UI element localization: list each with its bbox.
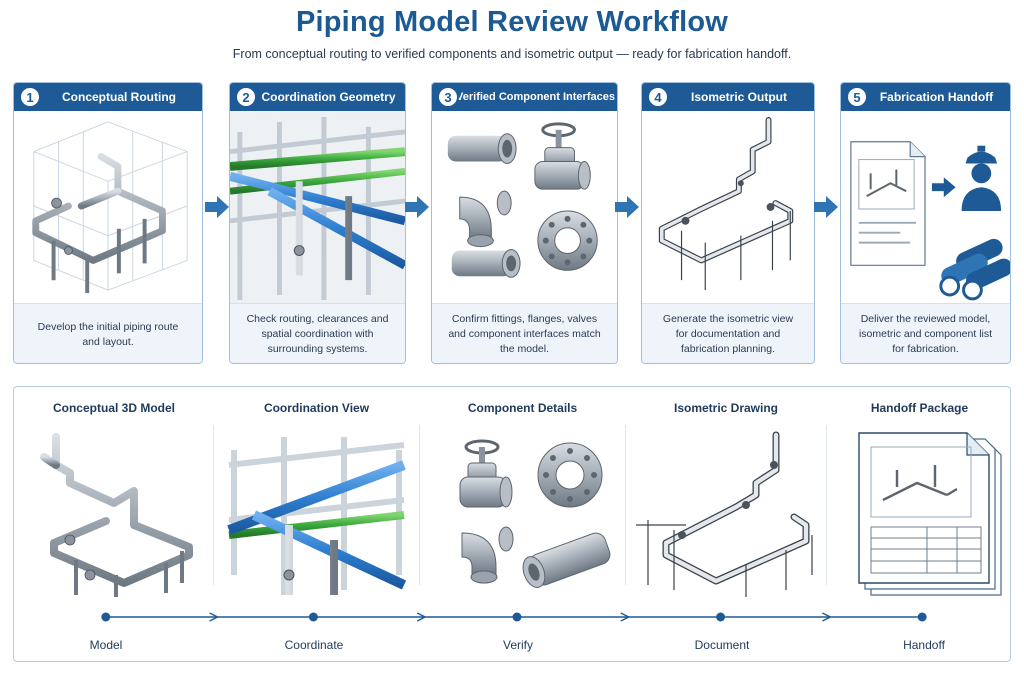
conceptual-routing-illustration (14, 111, 202, 303)
timeline-node (308, 612, 318, 622)
bottom-overview-panel: Conceptual 3D Model Coordination View (13, 386, 1011, 662)
conceptual-3d-model-illustration (14, 425, 214, 597)
coordination-geometry-illustration (230, 111, 405, 303)
page-title: Piping Model Review Workflow (295, 6, 729, 38)
step-header: 3 Verified Component Interfaces (432, 83, 617, 111)
step-card-isometric-output: 4 Isometric Output Generate the isometri… (641, 82, 815, 364)
column-title: Handoff Package (870, 401, 969, 415)
column-title: Coordination View (263, 401, 370, 415)
step-header: 2 Coordination Geometry (230, 83, 405, 111)
step-description: Generate the isometric view for document… (642, 303, 814, 363)
step-title: Conceptual Routing (62, 90, 176, 104)
arrow-right-icon (931, 177, 956, 198)
elbow-icon (461, 526, 514, 584)
step-title: Fabrication Handoff (879, 90, 994, 104)
bottom-column: Isometric Drawing (626, 387, 826, 597)
step-title: Verified Component Interfaces (456, 91, 615, 103)
isometric-drawing-illustration (626, 425, 826, 597)
timeline-arrow-icon (620, 612, 631, 622)
timeline-label-document: Document (694, 638, 750, 652)
step-title: Isometric Output (690, 90, 787, 104)
arrow-right-icon (405, 196, 429, 218)
step-number-badge: 2 (235, 86, 257, 108)
timeline-label-handoff: Handoff (903, 638, 945, 652)
pipe-stack-icon (939, 238, 1010, 301)
step-header: 5 Fabrication Handoff (841, 83, 1010, 111)
workflow-timeline: Model Coordinate Verify Document Handoff (14, 605, 1010, 655)
step-description: Confirm fittings, flanges, valves and co… (432, 303, 617, 363)
flange-icon (537, 442, 603, 508)
step-title: Coordination Geometry (261, 90, 396, 104)
step-number-badge: 1 (19, 86, 41, 108)
step-card-verified-component-interfaces: 3 Verified Component Interfaces (431, 82, 618, 364)
component-interfaces-illustration (432, 111, 617, 303)
timeline-label-model: Model (89, 638, 123, 652)
bottom-column: Conceptual 3D Model (14, 387, 214, 597)
timeline-arrow-icon (416, 612, 427, 622)
step-header: 4 Isometric Output (642, 83, 814, 111)
document-icon (850, 141, 926, 266)
timeline-arrow-icon (822, 612, 832, 622)
timeline-label-verify: Verify (502, 638, 533, 652)
component-details-illustration (420, 425, 625, 597)
timeline-line (101, 612, 927, 622)
timeline-arrow-icon (209, 612, 220, 622)
elbow-icon (459, 190, 512, 248)
step-description: Check routing, clearances and spatial co… (230, 303, 405, 363)
column-divider (826, 425, 827, 585)
step-header: 1 Conceptual Routing (14, 83, 202, 111)
arrow-right-icon (615, 196, 639, 218)
timeline-label-coordinate: Coordinate (284, 638, 344, 652)
step-number-badge: 4 (647, 86, 669, 108)
column-title: Component Details (467, 401, 578, 415)
step-card-conceptual-routing: 1 Conceptual Routing (13, 82, 203, 364)
bottom-column: Component Details (420, 387, 625, 597)
isometric-output-illustration (642, 111, 814, 303)
gate-valve-icon (534, 122, 591, 190)
step-number-badge: 5 (846, 86, 868, 108)
column-divider (625, 425, 626, 585)
flange-icon (537, 210, 598, 271)
coordination-view-illustration (214, 425, 419, 597)
column-divider (213, 425, 214, 585)
bottom-column: Handoff Package (827, 387, 1012, 597)
step-description: Deliver the reviewed model, isometric an… (841, 303, 1010, 363)
page-subtitle: From conceptual routing to verified comp… (232, 47, 792, 61)
gate-valve-icon (459, 439, 513, 508)
step-card-coordination-geometry: 2 Coordination Geometry Check routing, c… (229, 82, 406, 364)
timeline-node (716, 612, 726, 622)
column-divider (419, 425, 420, 585)
bottom-column: Coordination View (214, 387, 419, 597)
timeline-node (917, 612, 927, 622)
timeline-node (512, 612, 522, 622)
arrow-right-icon (205, 196, 229, 218)
pipe-section-icon (522, 532, 611, 588)
column-title: Conceptual 3D Model (52, 401, 175, 415)
timeline-node (101, 612, 111, 622)
step-number-badge: 3 (437, 86, 459, 108)
handoff-package-illustration (827, 425, 1012, 597)
column-title: Isometric Drawing (673, 401, 779, 415)
arrow-right-icon (814, 196, 838, 218)
worker-icon (961, 145, 1002, 211)
fabrication-handoff-illustration (841, 111, 1010, 303)
short-pipe-icon (451, 249, 521, 278)
pipe-coupling-icon (447, 133, 517, 164)
step-card-fabrication-handoff: 5 Fabrication Handoff (840, 82, 1011, 364)
step-description: Develop the initial piping route and lay… (14, 303, 202, 363)
